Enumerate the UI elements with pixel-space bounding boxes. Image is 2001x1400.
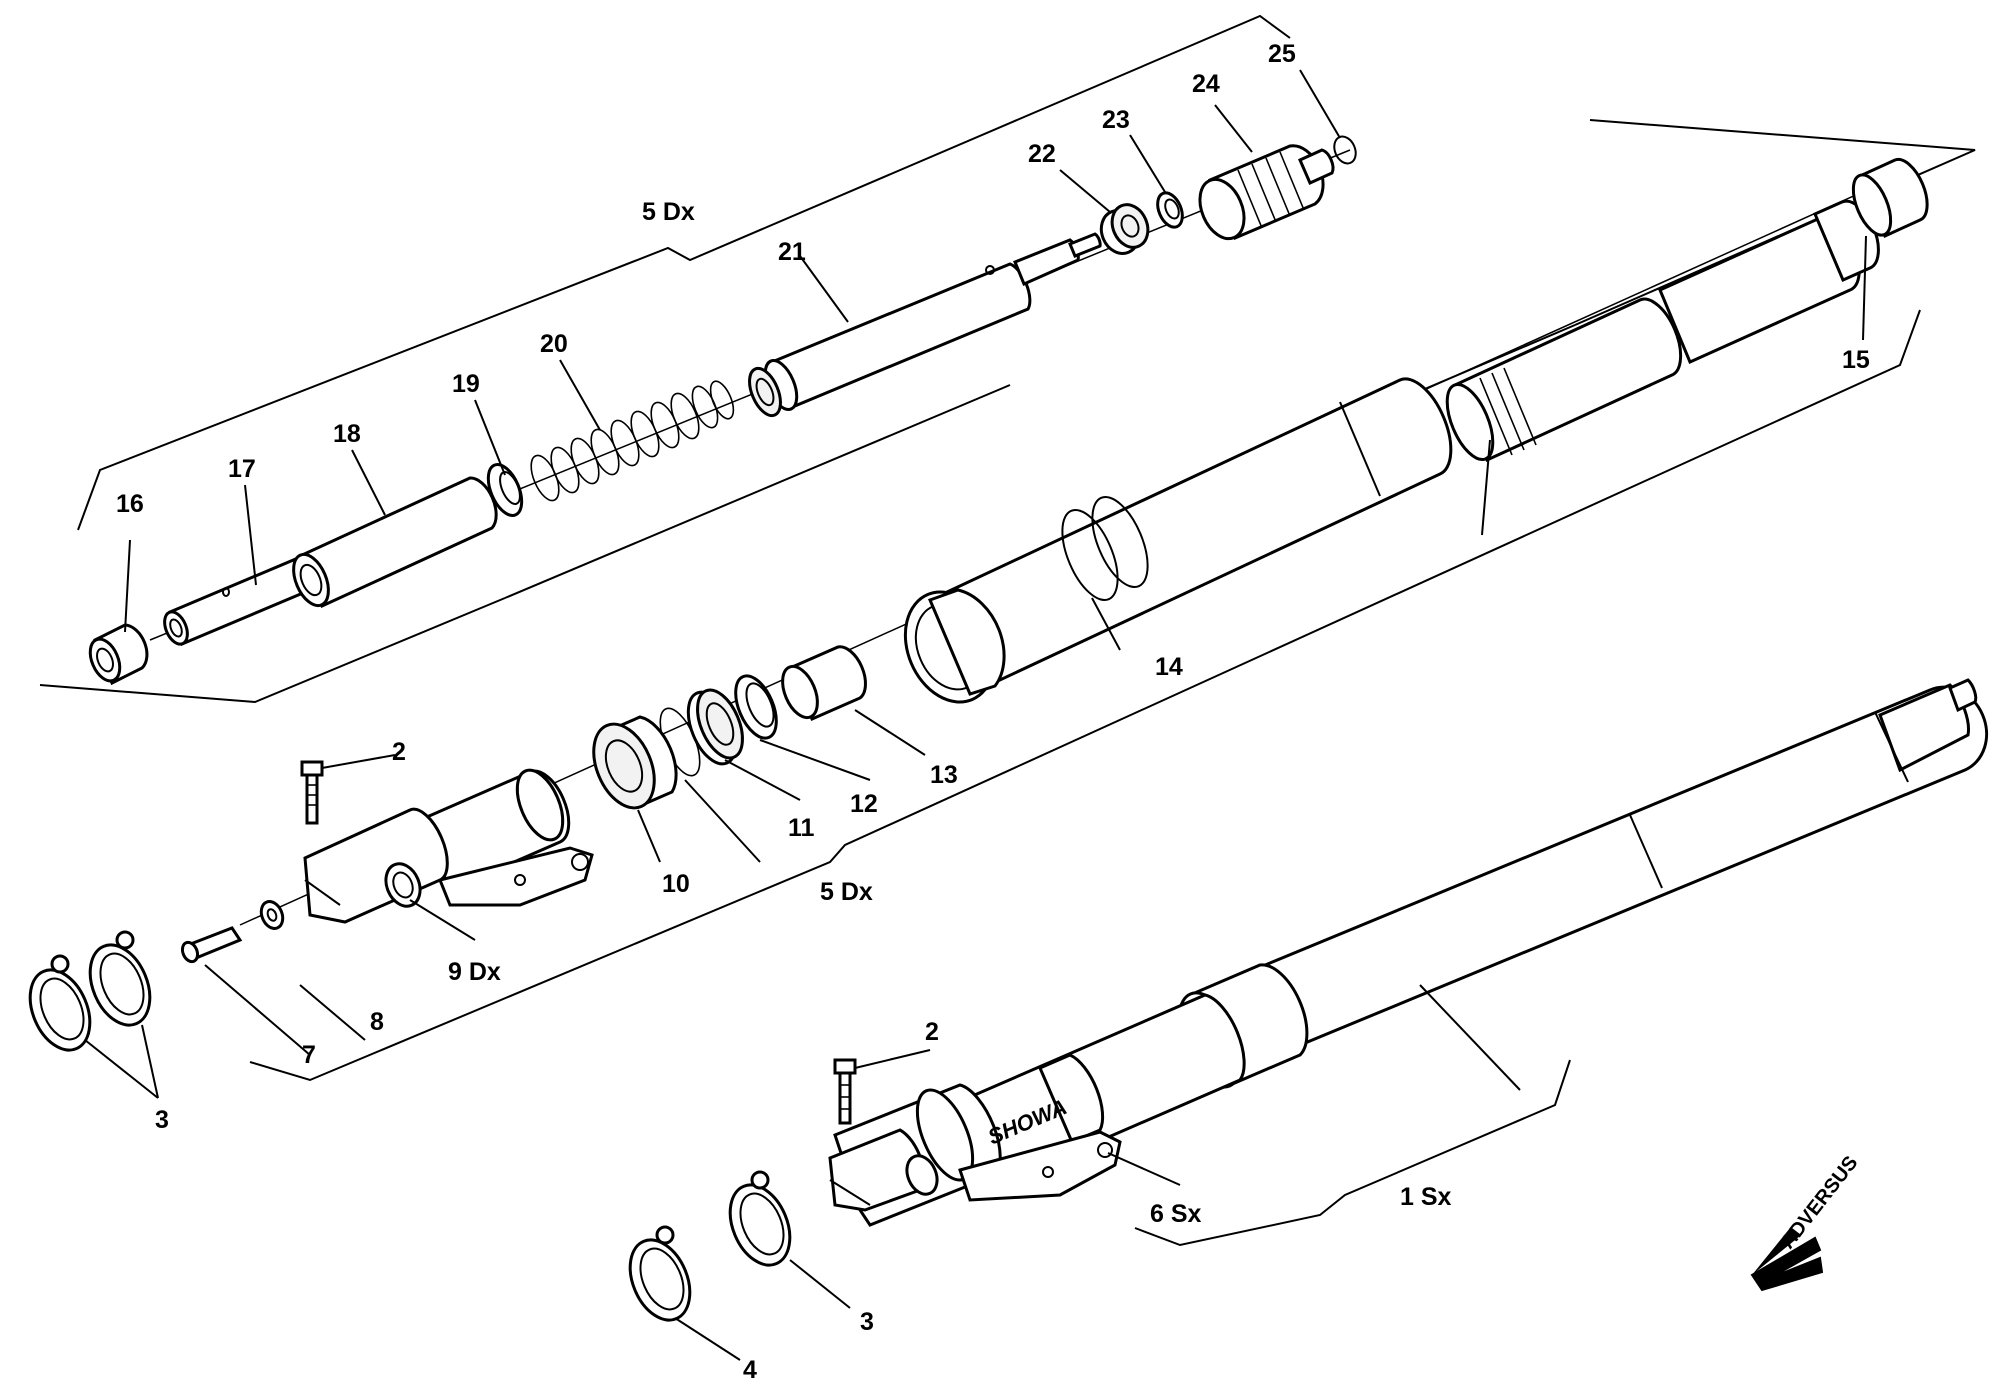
part-23-ring <box>1156 191 1184 229</box>
label-18: 18 <box>333 420 361 448</box>
part-4-clamp <box>628 1225 692 1322</box>
label-3-right: 3 <box>155 1106 169 1134</box>
label-13: 13 <box>930 761 958 789</box>
label-14: 14 <box>1155 653 1183 681</box>
part-20-spring <box>530 380 735 502</box>
label-19: 19 <box>452 370 480 398</box>
part-labels: 16 17 18 19 20 21 22 23 24 25 5 Dx 15 14… <box>116 40 1870 1384</box>
part-16-bush <box>88 623 149 686</box>
adversus-logo-text: ADVERSUS <box>1777 1152 1863 1253</box>
part-2-bolt-left <box>833 1058 857 1125</box>
part-14-outer-tube <box>903 199 1880 704</box>
label-7: 7 <box>302 1041 316 1069</box>
part-9-fork-foot <box>303 768 594 924</box>
part-3-clamp-pair <box>28 930 152 1052</box>
label-3-left: 3 <box>860 1308 874 1336</box>
label-24: 24 <box>1192 70 1220 98</box>
label-15: 15 <box>1842 346 1870 374</box>
label-25: 25 <box>1268 40 1296 68</box>
label-9-dx: 9 Dx <box>448 958 501 986</box>
label-12: 12 <box>850 790 878 818</box>
part-3-clamp-left <box>728 1170 792 1267</box>
label-10: 10 <box>662 870 690 898</box>
part-13-bush <box>781 645 867 721</box>
label-5-dx-lower: 5 Dx <box>820 878 873 906</box>
part-12-ring <box>734 674 778 740</box>
label-17: 17 <box>228 455 256 483</box>
label-1-sx: 1 Sx <box>1400 1183 1452 1211</box>
part-22-seal <box>1099 203 1150 255</box>
label-5-dx-upper: 5 Dx <box>642 198 695 226</box>
part-15-cap <box>1851 157 1929 239</box>
part-21-cartridge <box>748 232 1102 418</box>
label-11: 11 <box>788 814 815 842</box>
part-7-screw <box>180 926 243 964</box>
label-23: 23 <box>1102 106 1130 134</box>
adversus-watermark: ADVERSUS <box>1750 1152 1863 1292</box>
label-4: 4 <box>743 1356 757 1384</box>
part-19-washer <box>486 463 524 517</box>
leader-lines <box>84 69 1867 1361</box>
label-2-right: 2 <box>392 738 406 766</box>
part-8-washer <box>259 900 285 930</box>
part-18-tube <box>292 476 498 608</box>
label-22: 22 <box>1028 140 1056 168</box>
part-1-left-fork: SHOWA <box>828 678 1989 1227</box>
label-20: 20 <box>540 330 568 358</box>
label-2-left: 2 <box>925 1018 939 1046</box>
part-2-bolt-right <box>300 760 324 825</box>
part-25-circlip <box>1333 135 1357 165</box>
label-21: 21 <box>778 238 806 266</box>
label-8: 8 <box>370 1008 384 1036</box>
part-10-seal <box>592 715 678 810</box>
label-6-sx: 6 Sx <box>1150 1200 1202 1228</box>
label-16: 16 <box>116 490 144 518</box>
part-24-adjuster <box>1198 144 1335 241</box>
